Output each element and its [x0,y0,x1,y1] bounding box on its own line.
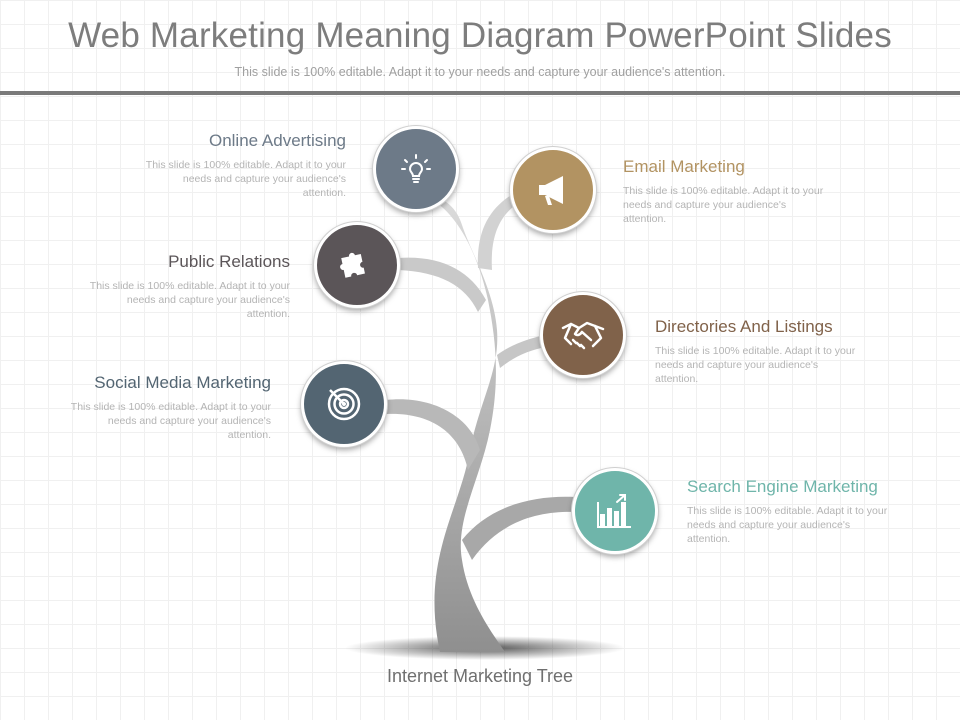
social-media-marketing-desc: This slide is 100% editable. Adapt it to… [70,401,271,441]
online-advertising-title: Online Advertising [208,131,346,150]
search-engine-marketing-desc: This slide is 100% editable. Adapt it to… [687,505,888,545]
search-engine-marketing-title: Search Engine Marketing [687,477,878,496]
lightbulb-icon [401,154,431,183]
tree-caption: Internet Marketing Tree [386,666,574,686]
social-media-marketing-title: Social Media Marketing [94,373,271,392]
slide-title: Web Marketing Meaning Diagram PowerPoint… [68,16,892,55]
online-advertising-desc: This slide is 100% editable. Adapt it to… [145,159,346,199]
online-advertising-label: Online Advertising This slide is 100% ed… [116,131,346,200]
email-marketing-title: Email Marketing [623,157,745,176]
email-marketing-desc: This slide is 100% editable. Adapt it to… [623,185,824,225]
directories-and-listings-label: Directories And Listings This slide is 1… [655,317,885,386]
slide-subtitle: This slide is 100% editable. Adapt it to… [234,65,726,79]
search-engine-marketing-label: Search Engine Marketing This slide is 10… [687,477,917,546]
email-marketing-node [510,147,596,233]
target-icon [327,387,361,421]
directories-and-listings-title: Directories And Listings [655,317,833,336]
social-media-marketing-node [301,361,387,447]
handshake-icon [561,321,605,350]
email-marketing-label: Email Marketing This slide is 100% edita… [623,157,853,226]
public-relations-label: Public Relations This slide is 100% edit… [60,252,290,321]
public-relations-node [314,222,400,308]
bar-chart-icon [597,494,631,528]
title-divider [0,91,960,95]
public-relations-desc: This slide is 100% editable. Adapt it to… [89,280,290,320]
public-relations-title: Public Relations [168,252,290,271]
directories-and-listings-node [540,292,626,378]
puzzle-icon [340,252,365,278]
megaphone-icon [539,176,563,205]
search-engine-marketing-node [572,468,658,554]
online-advertising-node [373,126,459,212]
social-media-marketing-label: Social Media Marketing This slide is 100… [41,373,271,442]
directories-and-listings-desc: This slide is 100% editable. Adapt it to… [655,345,856,385]
